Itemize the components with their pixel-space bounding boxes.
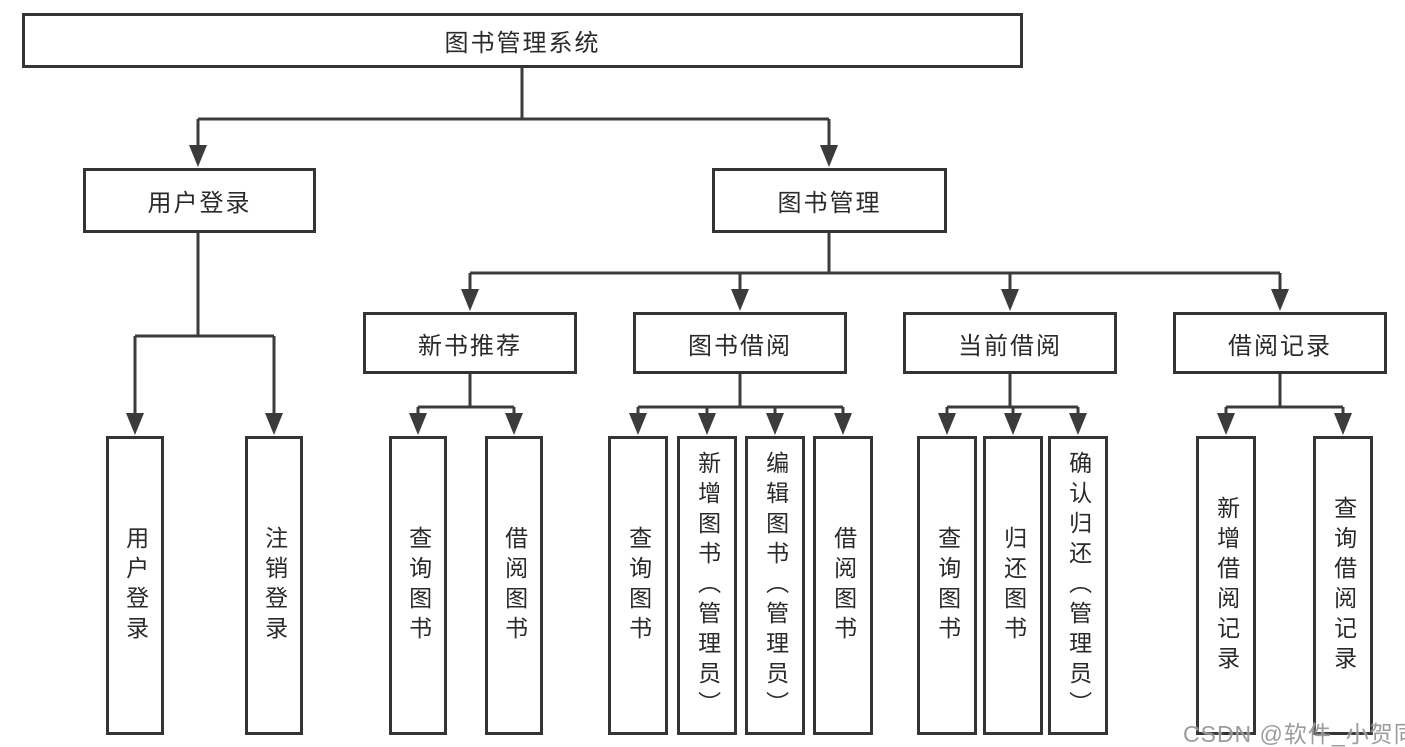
leaf-cb-confirm-return-admin: 确认归还（管理员） <box>1048 436 1108 735</box>
leaf-br-add-record-label: 新增借阅记录 <box>1213 495 1240 676</box>
node-current-borrow: 当前借阅 <box>903 312 1117 374</box>
arrowhead-br-query <box>1334 413 1352 435</box>
node-user-login: 用户登录 <box>83 168 316 233</box>
leaf-user-login: 用户登录 <box>106 436 164 735</box>
node-new-book-recommend: 新书推荐 <box>363 312 577 374</box>
csdn-watermark: CSDN @软件_小贺同学 <box>1183 721 1405 747</box>
arrowhead-new-book <box>461 289 479 311</box>
arrowhead-cb-query <box>938 413 956 435</box>
arrowhead-cb-return <box>1004 413 1022 435</box>
arrowhead-current-borrow <box>1001 289 1019 311</box>
leaf-bb-add-books-admin-label: 新增图书（管理员） <box>694 450 721 721</box>
arrowhead-borrow-records <box>1271 289 1289 311</box>
node-library-system: 图书管理系统 <box>22 13 1023 68</box>
arrowhead-bb-query <box>629 413 647 435</box>
leaf-cb-confirm-return-admin-label: 确认归还（管理员） <box>1065 450 1092 721</box>
node-book-management: 图书管理 <box>712 168 947 233</box>
leaf-logout: 注销登录 <box>245 436 303 735</box>
leaf-br-add-record: 新增借阅记录 <box>1196 436 1256 735</box>
leaf-bb-borrow-books-label: 借阅图书 <box>830 525 857 646</box>
leaf-bb-add-books-admin: 新增图书（管理员） <box>677 436 737 735</box>
connector-new-book-bus <box>416 374 516 414</box>
leaf-logout-label: 注销登录 <box>261 525 288 646</box>
leaf-bb-edit-books-admin: 编辑图书（管理员） <box>745 436 805 735</box>
connector-root-stem <box>196 68 831 147</box>
leaf-bb-borrow-books: 借阅图书 <box>813 436 873 735</box>
node-borrow-records-label: 借阅记录 <box>1228 332 1332 360</box>
leaf-br-query-record: 查询借阅记录 <box>1313 436 1373 735</box>
node-library-system-label: 图书管理系统 <box>444 30 601 57</box>
connector-book-management-bus <box>468 233 1282 290</box>
node-book-borrow-label: 图书借阅 <box>688 332 792 360</box>
arrowhead-book-borrow <box>731 289 749 311</box>
leaf-nb-query-books: 查询图书 <box>389 436 447 735</box>
node-current-borrow-label: 当前借阅 <box>958 332 1062 360</box>
leaf-user-login-label: 用户登录 <box>122 525 149 646</box>
connector-book-borrow-bus <box>636 374 845 414</box>
arrowhead-nb-borrow <box>505 413 523 435</box>
node-new-book-recommend-label: 新书推荐 <box>418 332 522 360</box>
arrowhead-bb-edit <box>766 413 784 435</box>
arrowhead-book-management <box>820 145 838 167</box>
node-user-login-label: 用户登录 <box>147 190 252 217</box>
arrowhead-bb-add <box>698 413 716 435</box>
arrowhead-leaf-user-login <box>126 413 144 435</box>
node-book-management-label: 图书管理 <box>777 190 882 217</box>
node-book-borrow: 图书借阅 <box>633 312 847 374</box>
arrowhead-bb-borrow <box>834 413 852 435</box>
arrowhead-cb-confirm <box>1069 413 1087 435</box>
arrowhead-br-add <box>1217 413 1235 435</box>
leaf-cb-query-books: 查询图书 <box>917 436 977 735</box>
arrowhead-user-login <box>189 145 207 167</box>
connector-user-login-bus <box>133 233 276 414</box>
leaf-nb-borrow-books-label: 借阅图书 <box>501 525 528 646</box>
leaf-nb-borrow-books: 借阅图书 <box>485 436 543 735</box>
leaf-cb-return-books: 归还图书 <box>983 436 1043 735</box>
leaf-br-query-record-label: 查询借阅记录 <box>1330 495 1357 676</box>
leaf-bb-query-books: 查询图书 <box>608 436 668 735</box>
node-borrow-records: 借阅记录 <box>1173 312 1387 374</box>
arrowhead-nb-query <box>409 413 427 435</box>
leaf-bb-query-books-label: 查询图书 <box>625 525 652 646</box>
arrowhead-leaf-logout <box>265 413 283 435</box>
leaf-bb-edit-books-admin-label: 编辑图书（管理员） <box>762 450 789 721</box>
connector-current-borrow-bus <box>945 374 1080 414</box>
leaf-cb-query-books-label: 查询图书 <box>934 525 961 646</box>
connector-borrow-records-bus <box>1224 374 1345 414</box>
leaf-cb-return-books-label: 归还图书 <box>1000 525 1027 646</box>
leaf-nb-query-books-label: 查询图书 <box>405 525 432 646</box>
